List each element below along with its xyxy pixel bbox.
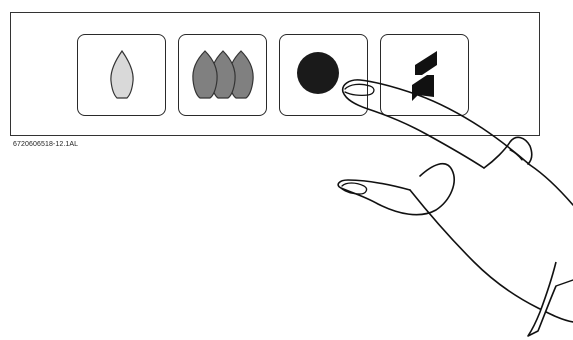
large-flame-button[interactable] — [178, 34, 267, 116]
thumbnail — [342, 183, 367, 194]
lightning-bolt-icon — [400, 45, 450, 105]
control-panel — [10, 12, 540, 136]
small-flame-button[interactable] — [77, 34, 166, 116]
middle-finger-outline — [484, 137, 532, 168]
filled-circle-icon — [294, 45, 354, 105]
large-flame-icon — [183, 45, 263, 105]
sleeve-cuff — [528, 262, 556, 336]
ignition-button[interactable] — [380, 34, 469, 116]
thumb-outline — [338, 164, 454, 215]
figure-code-label: 6720606518-12.1AL — [13, 141, 78, 148]
small-flame-icon — [102, 47, 142, 103]
sleeve-edge — [556, 280, 573, 286]
wrist-outline — [410, 190, 573, 322]
round-dot-button[interactable] — [279, 34, 368, 116]
knuckle-crease — [510, 150, 522, 160]
